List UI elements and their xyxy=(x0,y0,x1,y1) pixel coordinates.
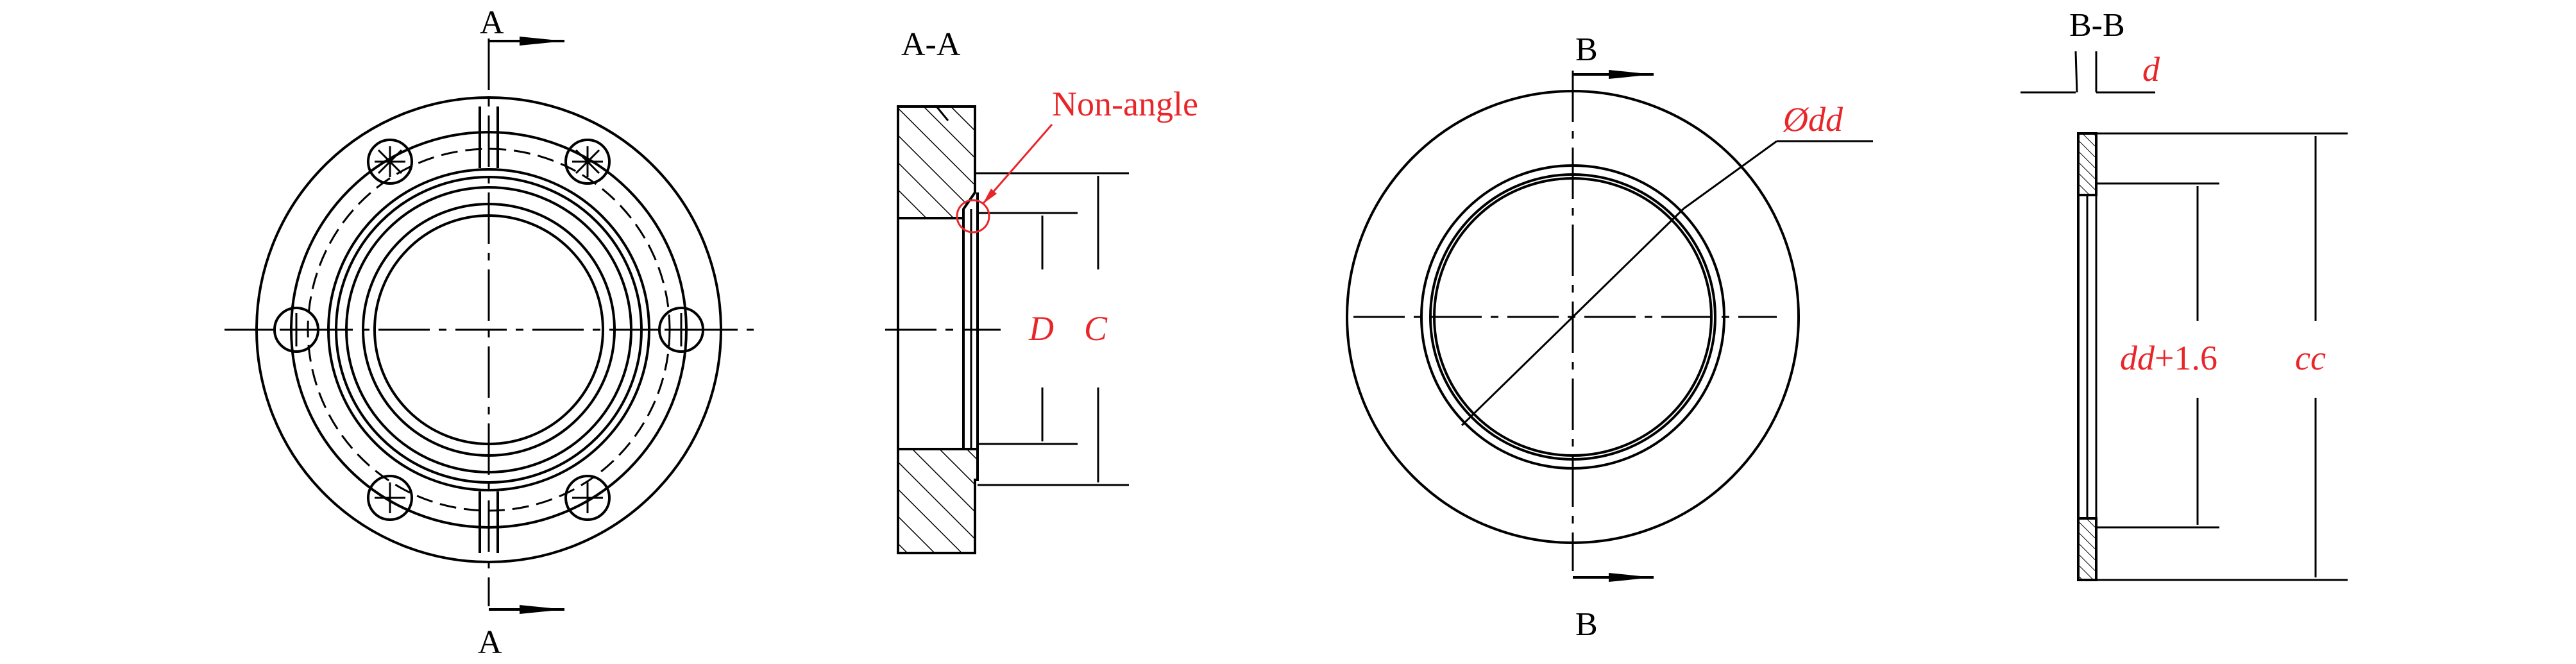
section-b-top-label: B xyxy=(1575,31,1598,68)
section-chamfer-top xyxy=(935,106,949,121)
bolt-hole-bottom-left xyxy=(367,475,413,521)
flange-front-view: A A xyxy=(225,4,754,661)
dim-d-label: d xyxy=(2142,50,2160,89)
dim-C-label: C xyxy=(1084,309,1108,348)
section-bb-view: B-B d dd+1.6 cc xyxy=(2021,7,2348,581)
section-upper-wall xyxy=(897,105,976,219)
non-angle-callout-circle xyxy=(956,199,990,234)
bolt-hole-top-left xyxy=(367,139,413,185)
dim-dd-label-offset: +1.6 xyxy=(2155,339,2217,377)
dim-phi-dd-label: Ødd xyxy=(1783,100,1843,139)
dim-phi-dd-arrow-upper xyxy=(1572,207,1685,318)
dim-cc-label: cc xyxy=(2295,339,2326,377)
section-aa-view: A-A D C Non-angle xyxy=(885,26,1198,554)
section-a-bottom-label: A xyxy=(478,624,502,661)
section-a-top-label: A xyxy=(480,4,504,41)
ring-front-view: Ødd B B xyxy=(1346,31,1873,643)
section-bb-title: B-B xyxy=(2069,7,2125,44)
dim-D-label: D xyxy=(1028,309,1054,348)
gasket-lower-section xyxy=(2077,517,2097,581)
bolt-hole-top-right xyxy=(564,139,611,185)
dim-phi-dd-leader xyxy=(1683,140,1777,210)
non-angle-leader-arrowhead xyxy=(983,189,997,204)
dim-dd-label: dd+1.6 xyxy=(2120,339,2217,377)
bolt-hole-bottom-right xyxy=(564,475,611,521)
section-lower-wall xyxy=(897,448,979,554)
dim-d-ext-left xyxy=(2074,51,2078,93)
non-angle-leader xyxy=(981,124,1053,205)
section-aa-title: A-A xyxy=(901,26,961,63)
section-b-bottom-label: B xyxy=(1575,606,1598,643)
non-angle-note: Non-angle xyxy=(1052,85,1198,123)
gasket-upper-section xyxy=(2077,132,2097,196)
dim-phi-dd-arrow-lower xyxy=(1461,316,1574,427)
dim-dd-label-var: dd xyxy=(2120,339,2155,377)
